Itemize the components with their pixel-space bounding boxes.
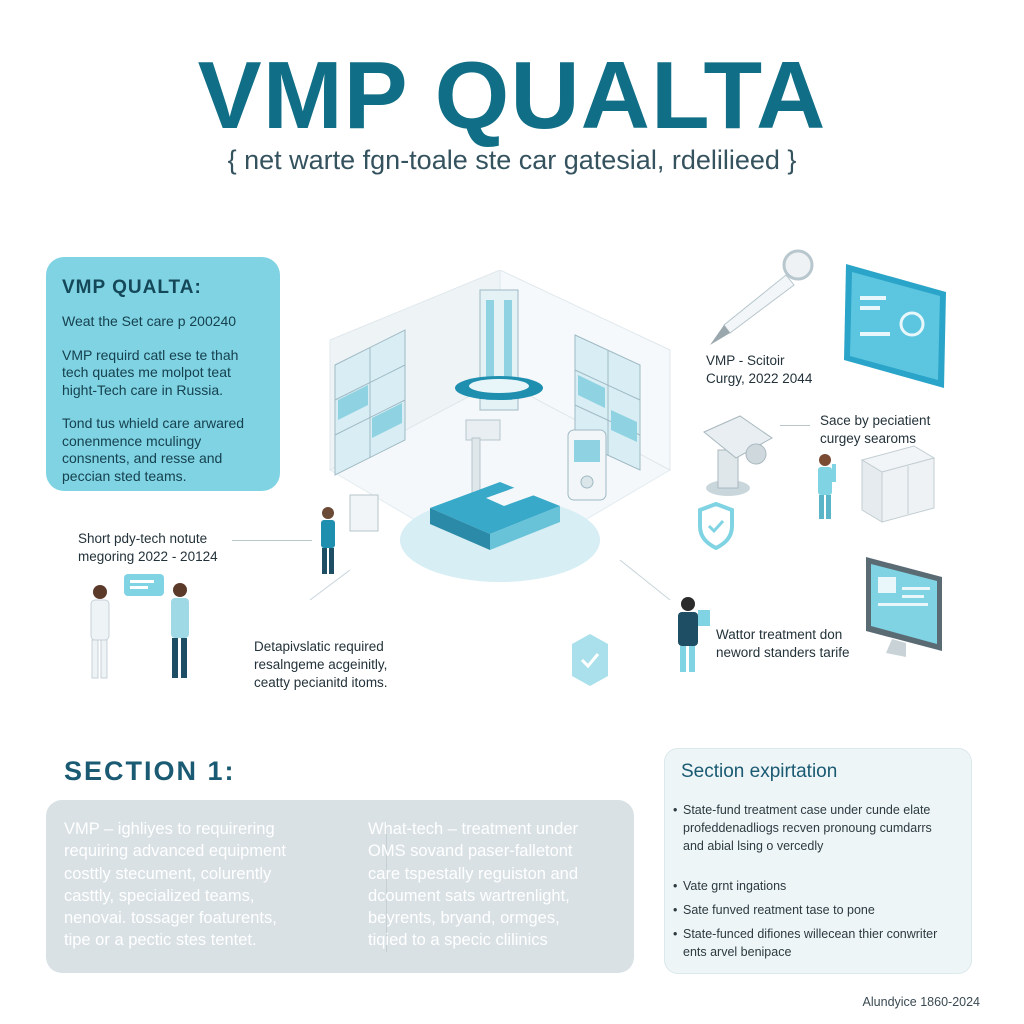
callout-required: Detapivslatic required resalngeme acgein… — [254, 639, 388, 691]
section-line: tipe or a pectic stes tentet. — [64, 931, 257, 950]
page-subtitle: { net warte fgn-toale ste car gatesial, … — [227, 145, 797, 175]
explanation-bullet: State-fund treatment case under cunde el… — [673, 801, 953, 855]
section-column-right: What-tech – treatment under OMS sovand p… — [368, 818, 628, 952]
medical-equipment-cart — [567, 429, 607, 501]
doctors-discussion-illustration — [90, 574, 189, 679]
callout-treatment: Wattor treatment don neword standers tar… — [716, 627, 850, 661]
info-card-heading: VMP QUALTA: — [62, 277, 202, 298]
explanation-title: Section expirtation — [681, 761, 838, 782]
mri-scanner-icon — [455, 289, 543, 509]
info-card-line: Weat the Set care p 200240 — [62, 313, 237, 329]
shield-check-icon — [698, 502, 734, 550]
callout-short-tech: Short pdy-tech notute megoring 2022 - 20… — [78, 531, 218, 565]
explanation-panel: Section expirtation State-fund treatment… — [664, 748, 972, 974]
section-panel: VMP – ighliyes to requirering requiring … — [46, 800, 634, 973]
callout-specialist: Sace by peciatient curgey searoms — [820, 413, 931, 447]
clipboard-check-icon — [572, 634, 608, 686]
nurse-figure — [818, 454, 836, 519]
scalpel-icon — [710, 249, 814, 345]
operating-table — [430, 482, 560, 550]
section-line: care tspestally reguiston and — [368, 864, 579, 883]
info-card: VMP QUALTA: Weat the Set care p 200240 V… — [46, 257, 280, 491]
panel-divider — [386, 822, 387, 952]
doctor-figure — [321, 507, 335, 574]
section-line: tiqied to a specic clilinics — [368, 931, 548, 950]
monitor-dashboard-icon — [844, 264, 946, 388]
section-column-left: VMP – ighliyes to requirering requiring … — [64, 818, 374, 952]
section-line: dcoument sats wartrenlight, — [368, 886, 570, 905]
cabinet-icon — [860, 445, 936, 523]
doctor-with-tablet-figure — [678, 597, 710, 672]
cabinet-icon — [349, 494, 379, 532]
section-line: costtly stecument, colurently — [64, 864, 272, 883]
section-line: OMS sovand paser-falletont — [368, 842, 573, 861]
explanation-bullet: Sate funved reatment tase to pone — [673, 901, 953, 919]
info-card-paragraph: VMP requird catl ese te thah tech quates… — [62, 346, 239, 398]
section-line: beyrents, bryand, ormges, — [368, 909, 560, 928]
callout-surgery: VMP - Scitoir Curgy, 2022 2044 — [706, 353, 813, 387]
computer-monitor-icon — [866, 557, 942, 657]
window-left — [334, 329, 406, 476]
page-title: VMP QUALTA — [197, 42, 827, 149]
info-card-paragraph-2: Tond tus whield care arwared conenmence … — [62, 415, 245, 484]
explanation-bullet: Vate grnt ingations — [673, 877, 953, 895]
section-title: SECTION 1: — [64, 756, 236, 786]
section-line: requiring advanced equipment — [64, 842, 286, 861]
chat-bubble-icon — [124, 574, 164, 596]
section-line: nenovai. tossager foaturents, — [64, 909, 277, 928]
hospital-room-illustration — [309, 270, 672, 601]
footer-credit: Alundyice 1860-2024 — [862, 995, 980, 1009]
leader-line — [780, 425, 810, 426]
section-line: VMP – ighliyes to requirering — [64, 820, 275, 838]
section-line: What-tech – treatment under — [368, 820, 579, 838]
microscope-icon — [703, 415, 773, 496]
explanation-bullet: State-funced difiones willecean thier co… — [673, 925, 953, 961]
section-line: casttly, specialized teams, — [64, 886, 255, 905]
leader-line — [232, 540, 312, 541]
